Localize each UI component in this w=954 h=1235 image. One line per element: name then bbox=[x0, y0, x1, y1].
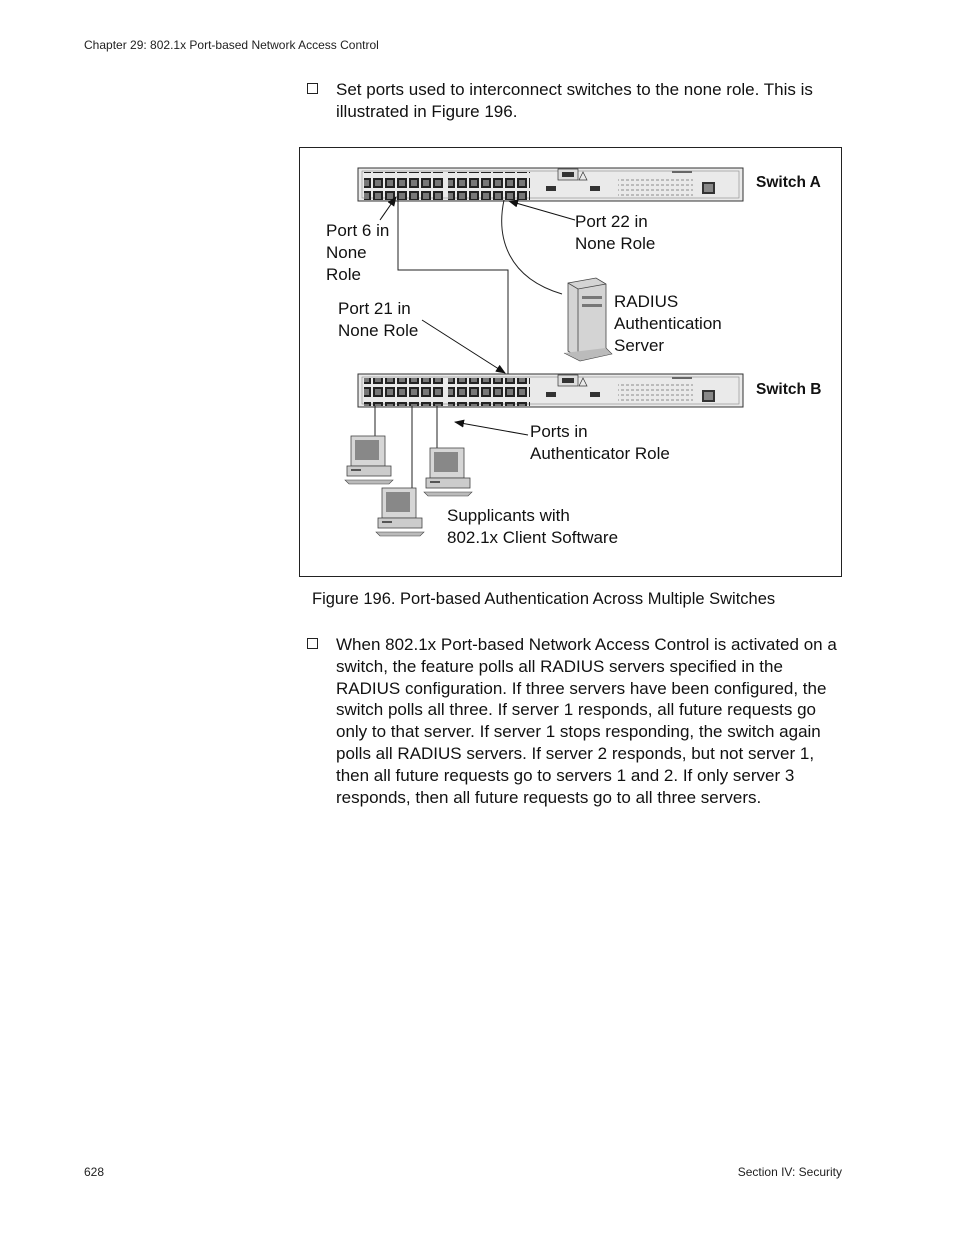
bullet-text: When 802.1x Port-based Network Access Co… bbox=[336, 635, 837, 807]
supplicant-pc-icon bbox=[423, 447, 473, 497]
supplicant-pc-icon bbox=[375, 487, 425, 537]
switch-b-label: Switch B bbox=[756, 381, 822, 398]
checkbox-bullet-icon bbox=[307, 83, 318, 94]
checkbox-bullet-icon bbox=[307, 638, 318, 649]
page-number: 628 bbox=[84, 1165, 105, 1179]
switch-a-icon bbox=[357, 167, 744, 202]
running-header: Chapter 29: 802.1x Port-based Network Ac… bbox=[84, 38, 379, 52]
port21-arrow bbox=[421, 319, 506, 374]
authenticator-ports-label: Ports in Authenticator Role bbox=[530, 422, 670, 463]
section-footer: Section IV: Security bbox=[737, 1165, 842, 1179]
port21-label: Port 21 in None Role bbox=[338, 299, 419, 340]
supplicants-label: Supplicants with 802.1x Client Software bbox=[447, 506, 619, 547]
port6-label: Port 6 in None Role bbox=[326, 221, 390, 284]
network-diagram bbox=[344, 167, 744, 537]
figure-caption: Figure 196. Port-based Authentication Ac… bbox=[312, 590, 776, 608]
switch-a-label: Switch A bbox=[756, 174, 821, 191]
authenticator-arrow bbox=[454, 419, 529, 436]
supplicant-pc-icon bbox=[344, 435, 394, 485]
radius-cable bbox=[501, 199, 563, 295]
figure-196: Switch A Switch B Port 6 in None Role Po… bbox=[299, 147, 842, 577]
bullet-item: Set ports used to interconnect switches … bbox=[307, 79, 847, 123]
bullet-text: Set ports used to interconnect switches … bbox=[336, 80, 813, 121]
switch-b-icon bbox=[357, 373, 744, 408]
bullet-item: When 802.1x Port-based Network Access Co… bbox=[307, 634, 847, 808]
port6-arrow bbox=[379, 196, 397, 221]
interconnect-cable bbox=[397, 200, 509, 374]
radius-server-icon bbox=[563, 277, 613, 362]
port22-label: Port 22 in None Role bbox=[575, 212, 656, 253]
radius-server-label: RADIUS Authentication Server bbox=[614, 292, 722, 355]
port22-arrow bbox=[508, 199, 576, 221]
